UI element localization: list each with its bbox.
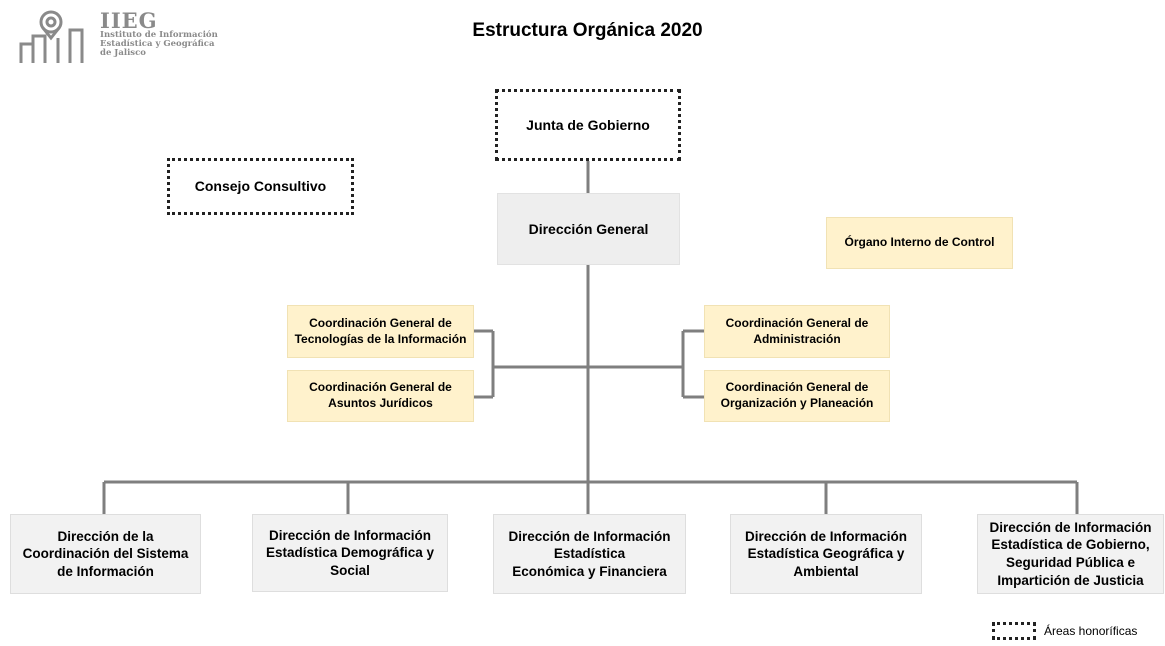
- dir-coordinacion-sistema-box: Dirección de la Coordinación del Sistema…: [10, 514, 201, 594]
- iieg-logo: IIEG Instituto de Información Estadístic…: [18, 8, 258, 68]
- coord-juridicos-box: Coordinación General de Asuntos Jurídico…: [287, 370, 474, 422]
- consejo-consultivo-box: Consejo Consultivo: [167, 158, 354, 215]
- legend-honorary-label: Áreas honoríficas: [1044, 624, 1138, 638]
- coord-administracion-box: Coordinación General de Administración: [704, 305, 890, 358]
- coord-organizacion-box: Coordinación General de Organización y P…: [704, 370, 890, 422]
- junta-de-gobierno-box: Junta de Gobierno: [495, 89, 681, 161]
- legend-honorary-swatch: [992, 622, 1036, 640]
- direccion-general-box: Dirección General: [497, 193, 680, 265]
- organo-interno-control-box: Órgano Interno de Control: [826, 217, 1013, 269]
- page-title: Estructura Orgánica 2020: [472, 20, 703, 41]
- dir-economica-financiera-box: Dirección de Información Estadística Eco…: [493, 514, 686, 594]
- coord-tecnologias-box: Coordinación General de Tecnologías de l…: [287, 305, 474, 358]
- dir-demografica-social-box: Dirección de Información Estadística Dem…: [252, 514, 448, 592]
- map-pin-logo-icon: [19, 10, 84, 63]
- dir-geografica-ambiental-box: Dirección de Información Estadística Geo…: [730, 514, 922, 594]
- dir-gobierno-justicia-box: Dirección de Información Estadística de …: [977, 514, 1164, 594]
- logo-institution-name: Instituto de Información Estadística y G…: [100, 30, 218, 58]
- logo-abbreviation: IIEG: [100, 8, 158, 33]
